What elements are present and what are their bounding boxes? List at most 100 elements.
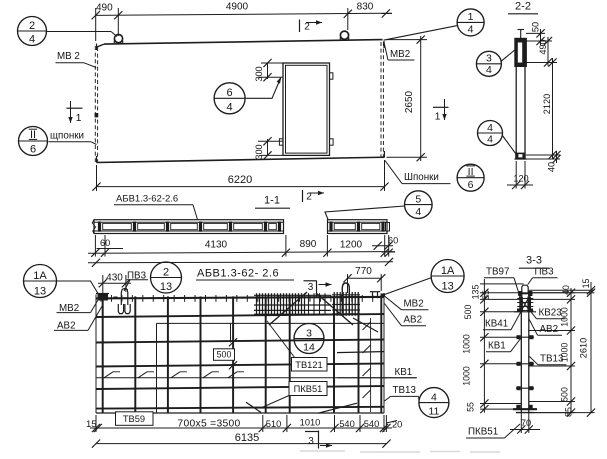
svg-text:3-3: 3-3 <box>526 255 542 267</box>
svg-text:ТВ59: ТВ59 <box>123 414 145 424</box>
svg-text:1А: 1А <box>441 265 455 277</box>
svg-text:4: 4 <box>468 24 474 36</box>
svg-text:5: 5 <box>415 193 421 205</box>
svg-text:4: 4 <box>415 206 421 218</box>
svg-text:Шпонки: Шпонки <box>404 172 439 183</box>
svg-text:ПВ3: ПВ3 <box>535 267 555 278</box>
svg-text:4: 4 <box>431 391 437 403</box>
svg-text:60: 60 <box>100 238 110 248</box>
svg-text:15: 15 <box>581 279 591 289</box>
svg-text:770: 770 <box>355 266 372 277</box>
svg-text:1200: 1200 <box>340 240 363 251</box>
svg-text:1: 1 <box>468 11 474 23</box>
svg-text:2: 2 <box>304 22 310 33</box>
svg-text:ТВ121: ТВ121 <box>295 360 322 370</box>
svg-text:490: 490 <box>538 39 548 54</box>
svg-text:4: 4 <box>227 102 233 114</box>
svg-text:АВ2: АВ2 <box>540 324 559 335</box>
svg-text:АБВ1.3-62- 2.6: АБВ1.3-62- 2.6 <box>197 268 279 280</box>
svg-text:540: 540 <box>364 419 380 429</box>
svg-text:4: 4 <box>486 64 492 76</box>
svg-text:ПКВ51: ПКВ51 <box>468 427 498 438</box>
svg-text:300: 300 <box>254 66 264 81</box>
svg-text:МВ2: МВ2 <box>404 299 424 310</box>
svg-text:2: 2 <box>163 266 169 278</box>
svg-text:КВ23: КВ23 <box>539 308 563 319</box>
svg-text:13: 13 <box>160 281 172 293</box>
svg-text:11: 11 <box>428 405 439 417</box>
svg-text:500: 500 <box>560 387 570 402</box>
svg-text:АБВ1.3-62-2.6: АБВ1.3-62-2.6 <box>116 194 178 205</box>
svg-text:МВ2: МВ2 <box>59 303 79 314</box>
svg-text:1000: 1000 <box>560 307 570 327</box>
svg-text:ТВ13: ТВ13 <box>540 354 564 365</box>
svg-text:1А: 1А <box>33 270 47 282</box>
svg-text:1: 1 <box>76 112 82 124</box>
svg-text:15: 15 <box>86 419 97 430</box>
svg-text:4130: 4130 <box>205 240 228 251</box>
svg-text:6: 6 <box>227 87 233 99</box>
svg-text:70: 70 <box>521 418 531 428</box>
svg-text:13: 13 <box>34 285 46 297</box>
svg-text:1: 1 <box>435 111 441 123</box>
svg-text:13: 13 <box>441 280 453 292</box>
svg-text:55: 55 <box>481 290 491 300</box>
svg-text:3: 3 <box>308 282 314 293</box>
svg-text:14: 14 <box>303 341 315 353</box>
svg-text:4: 4 <box>487 122 493 134</box>
svg-text:2120: 2120 <box>542 94 552 114</box>
svg-text:135: 135 <box>471 285 481 300</box>
svg-text:II: II <box>30 129 36 141</box>
svg-text:1-1: 1-1 <box>264 195 280 207</box>
svg-text:2: 2 <box>306 192 312 203</box>
svg-text:КВ1: КВ1 <box>395 367 413 378</box>
svg-text:ТВ97: ТВ97 <box>486 267 509 278</box>
svg-text:430: 430 <box>106 273 123 284</box>
svg-text:4900: 4900 <box>226 2 249 13</box>
svg-text:500: 500 <box>463 305 473 320</box>
svg-text:ПКВ51: ПКВ51 <box>294 384 323 394</box>
svg-text:4: 4 <box>29 33 35 45</box>
svg-text:6135: 6135 <box>235 432 259 444</box>
svg-text:ПВ3: ПВ3 <box>127 271 147 282</box>
svg-text:МВ 2: МВ 2 <box>57 51 80 62</box>
svg-text:40: 40 <box>547 162 557 172</box>
svg-text:КВ41: КВ41 <box>485 319 508 330</box>
svg-text:II: II <box>468 166 474 178</box>
svg-text:4: 4 <box>487 133 493 145</box>
svg-text:500: 500 <box>217 350 232 360</box>
svg-text:55: 55 <box>466 402 476 412</box>
svg-text:50: 50 <box>531 22 541 32</box>
svg-text:щпонки: щпонки <box>50 131 84 142</box>
svg-text:300: 300 <box>254 144 264 159</box>
svg-text:3: 3 <box>306 327 312 339</box>
svg-text:2650: 2650 <box>404 90 415 113</box>
svg-text:ТВ13: ТВ13 <box>393 385 417 396</box>
svg-text:3: 3 <box>486 53 492 65</box>
svg-text:1000: 1000 <box>462 334 472 354</box>
svg-text:6: 6 <box>30 143 36 155</box>
svg-text:890: 890 <box>300 239 317 250</box>
svg-text:АВ2: АВ2 <box>57 321 76 332</box>
svg-text:85: 85 <box>564 407 574 417</box>
svg-text:510: 510 <box>266 419 282 429</box>
svg-text:60: 60 <box>388 236 398 246</box>
svg-text:700х5 =3500: 700х5 =3500 <box>177 419 240 430</box>
svg-text:КВ1: КВ1 <box>488 341 506 352</box>
svg-text:20: 20 <box>392 420 402 430</box>
svg-text:1000: 1000 <box>462 366 472 386</box>
svg-text:МВ2: МВ2 <box>390 49 410 60</box>
svg-text:2: 2 <box>29 20 35 32</box>
svg-text:6220: 6220 <box>228 174 252 186</box>
svg-text:3: 3 <box>308 436 314 447</box>
svg-text:1010: 1010 <box>300 418 321 428</box>
svg-text:540: 540 <box>339 419 355 429</box>
svg-text:6: 6 <box>468 179 474 191</box>
svg-text:490: 490 <box>96 3 113 14</box>
svg-text:2610: 2610 <box>579 338 589 358</box>
svg-text:1000: 1000 <box>560 343 570 363</box>
svg-text:120: 120 <box>513 174 528 184</box>
svg-text:АВ2: АВ2 <box>404 315 423 326</box>
svg-text:830: 830 <box>357 2 374 13</box>
svg-text:2-2: 2-2 <box>515 1 531 13</box>
